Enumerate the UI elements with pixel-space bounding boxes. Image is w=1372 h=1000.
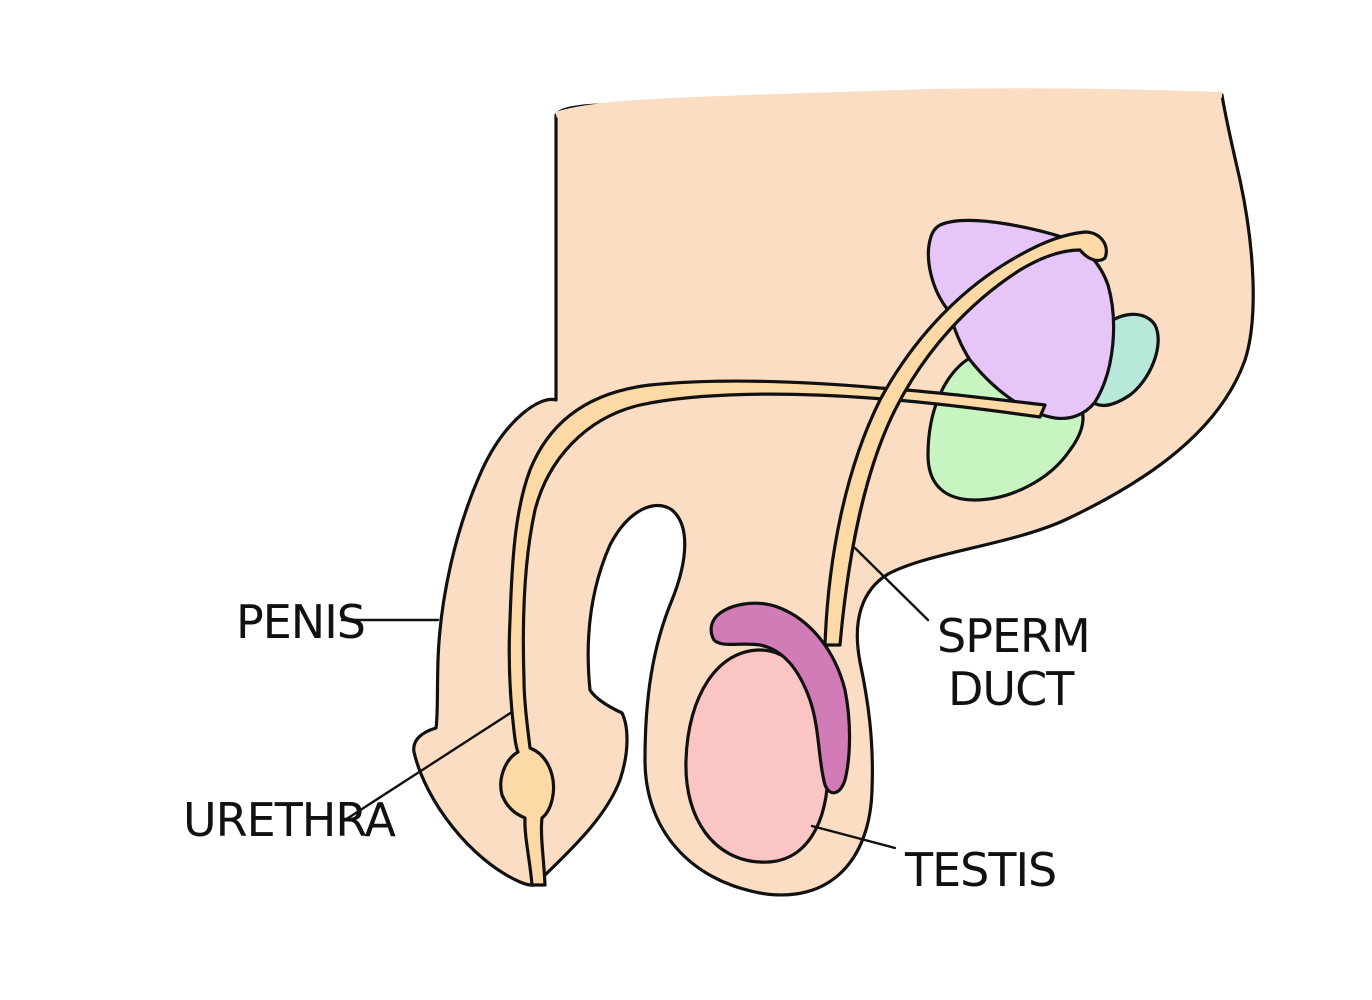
- label-sperm-duct-line2: DUCT: [948, 662, 1075, 716]
- label-testis: TESTIS: [904, 843, 1056, 897]
- label-sperm-duct-line1: SPERM: [937, 609, 1090, 663]
- label-urethra: URETHRA: [183, 793, 396, 847]
- label-penis: PENIS: [236, 595, 365, 649]
